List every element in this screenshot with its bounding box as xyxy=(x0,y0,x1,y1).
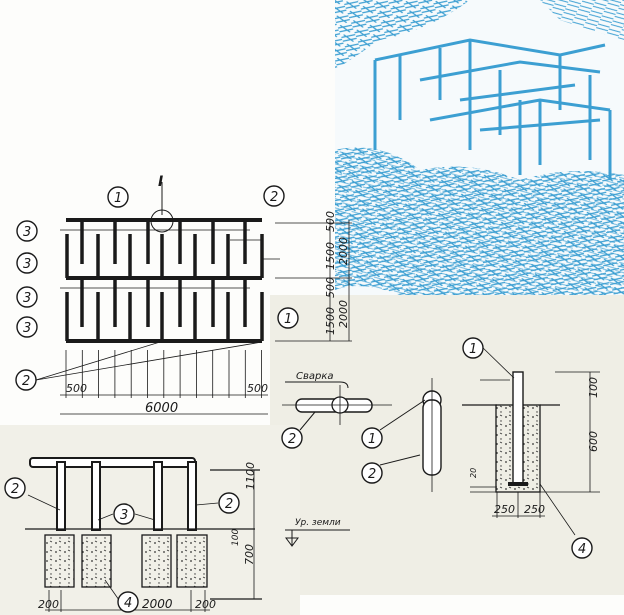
callout-3: 3 xyxy=(16,220,38,242)
svg-text:2: 2 xyxy=(11,482,19,497)
weld-label: Сварка xyxy=(296,371,334,382)
post-section: 1 4 100 600 20 250 250 xyxy=(462,337,600,559)
callout-2: 2 xyxy=(361,462,383,484)
dim-700: 700 xyxy=(243,544,256,565)
svg-text:4: 4 xyxy=(124,596,132,611)
callout-3: 3 xyxy=(16,252,38,274)
callout-1: 1 xyxy=(277,307,299,329)
callout-3: 3 xyxy=(16,316,38,338)
dim-100: 100 xyxy=(231,529,241,546)
svg-text:2: 2 xyxy=(270,190,278,205)
detail-circle xyxy=(150,209,174,233)
svg-text:3: 3 xyxy=(23,321,31,336)
dim-1100: 1100 xyxy=(244,462,257,490)
dim-500: 500 xyxy=(324,277,337,298)
dim-20: 20 xyxy=(469,468,478,478)
callout-2: 2 xyxy=(15,369,37,391)
callout-2: 2 xyxy=(218,492,240,514)
svg-text:1: 1 xyxy=(368,432,376,447)
svg-text:4: 4 xyxy=(578,542,586,557)
dim-2000: 2000 xyxy=(337,237,350,265)
callout-1: 1 xyxy=(107,186,129,208)
dim-250: 250 xyxy=(524,503,545,516)
dim-200: 200 xyxy=(38,598,59,611)
svg-text:1: 1 xyxy=(114,191,122,206)
svg-text:3: 3 xyxy=(23,291,31,306)
dim-6000: 6000 xyxy=(145,401,178,416)
ground-level-label: Ур. земли xyxy=(295,518,341,528)
leader xyxy=(35,341,161,381)
dim-250: 250 xyxy=(494,503,515,516)
paper-background-right xyxy=(270,295,624,595)
dim-200: 200 xyxy=(195,598,216,611)
blue-illustration xyxy=(335,0,624,295)
dim-100: 100 xyxy=(587,377,600,398)
svg-text:2: 2 xyxy=(288,432,296,447)
svg-text:2: 2 xyxy=(368,467,376,482)
callout-2: 2 xyxy=(263,185,285,207)
callout-3: 3 xyxy=(113,503,135,525)
elevation-view: Ур. земли 2 3 2 4 1100 100 700 200 2000 … xyxy=(4,457,350,613)
dim-2000: 2000 xyxy=(337,300,350,328)
callout-3: 3 xyxy=(16,286,38,308)
dim-1500: 1500 xyxy=(324,307,337,335)
dim-500-right: 500 xyxy=(247,382,268,395)
callout-1: 1 xyxy=(361,427,383,449)
dim-1500: 1500 xyxy=(324,242,337,270)
callout-4: 4 xyxy=(571,537,593,559)
callout-4: 4 xyxy=(117,591,139,613)
plan-labels: I 1 2 3 3 3 3 1 2 500 1500 500 1500 2000… xyxy=(15,174,350,416)
section-mark: I xyxy=(158,174,163,190)
leader xyxy=(35,341,263,381)
svg-text:3: 3 xyxy=(120,508,128,523)
plan-view xyxy=(35,182,352,415)
svg-text:3: 3 xyxy=(23,225,31,240)
svg-text:1: 1 xyxy=(284,312,292,327)
svg-text:2: 2 xyxy=(22,374,30,389)
dim-600: 600 xyxy=(587,431,600,452)
svg-text:1: 1 xyxy=(469,342,477,357)
svg-text:3: 3 xyxy=(23,257,31,272)
weld-detail: Сварка 2 1 2 xyxy=(281,371,442,492)
callout-2: 2 xyxy=(4,477,26,499)
dim-2000: 2000 xyxy=(142,597,173,611)
svg-text:2: 2 xyxy=(225,497,233,512)
callout-1: 1 xyxy=(462,337,484,359)
dim-500: 500 xyxy=(324,211,337,232)
dim-500-left: 500 xyxy=(66,382,87,395)
callout-2: 2 xyxy=(281,427,303,449)
